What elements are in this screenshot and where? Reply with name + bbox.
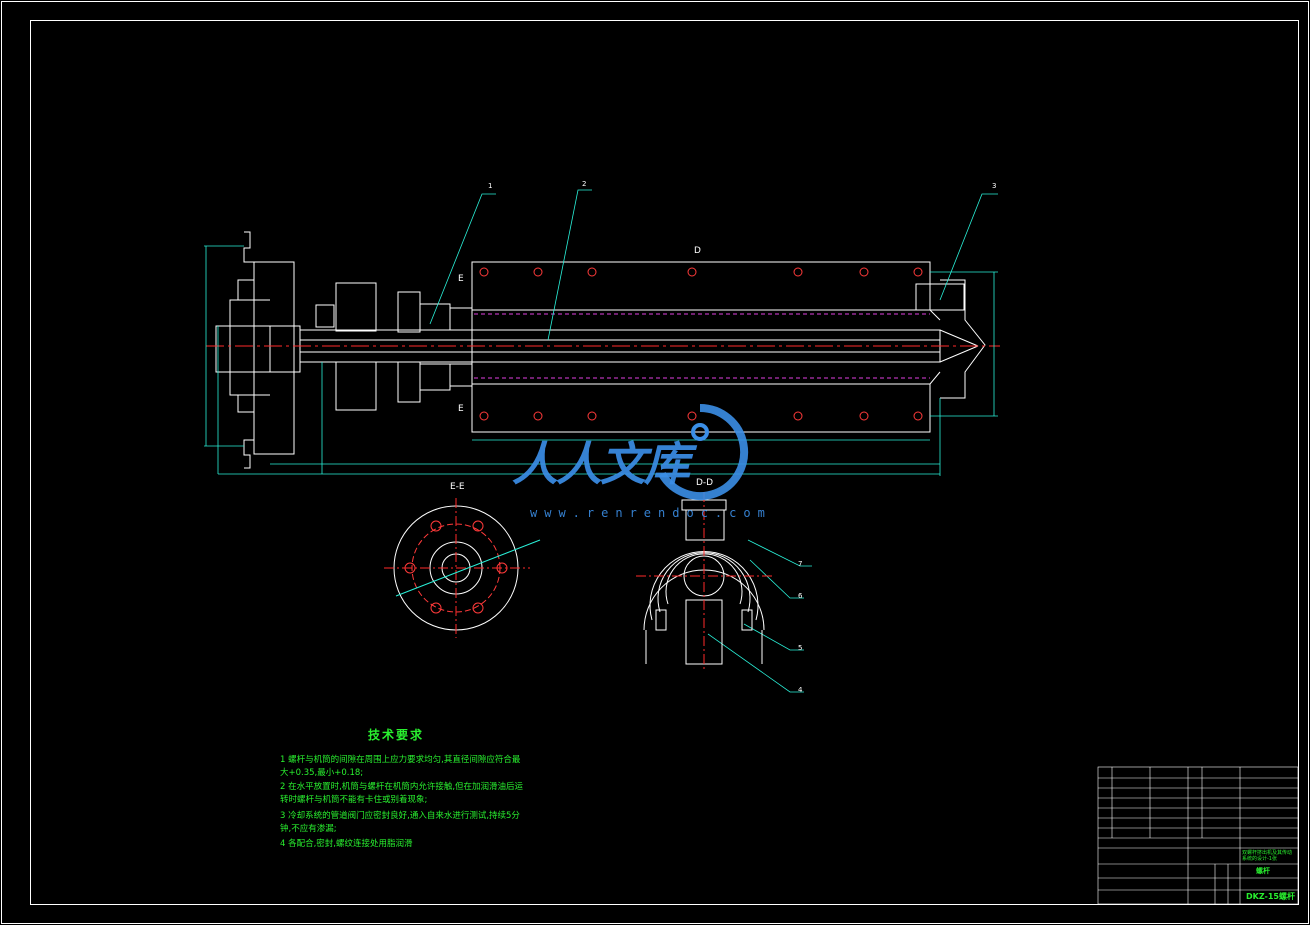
watermark-logo-icon bbox=[658, 403, 749, 500]
tech-title: 技术要求 bbox=[368, 728, 425, 742]
tech-line-5: 3 冷却系统的管道阀门应密封良好,通入自来水进行测试,持续5分 bbox=[280, 811, 520, 821]
section-ee bbox=[384, 498, 541, 638]
leader-number-5: 5 bbox=[798, 644, 803, 652]
watermark: 人人文库 www.renrendoc.com bbox=[512, 402, 812, 522]
bolt-holes bbox=[479, 267, 923, 421]
tech-line-3: 2 在水平放置时,机筒与螺杆在机筒内允许接触,但在加润滑油后运 bbox=[280, 782, 524, 792]
leader-number-1: 1 bbox=[488, 182, 493, 190]
inner-frame bbox=[30, 20, 1299, 905]
leader-number-7: 7 bbox=[798, 560, 803, 568]
title-block-project: 双螺杆挤出机及其传动 系统的设计-1张 bbox=[1242, 850, 1293, 862]
tech-line-4: 转时螺杆与机筒不能有卡住或别着现象; bbox=[280, 795, 428, 805]
title-block bbox=[1097, 766, 1299, 905]
section-label-ee: E-E bbox=[450, 482, 465, 492]
tech-line-2: 大+0.35,最小+0.18; bbox=[280, 768, 364, 778]
leader-number-6: 6 bbox=[798, 592, 803, 600]
leader-number-4: 4 bbox=[798, 686, 803, 694]
section-dd bbox=[636, 492, 772, 672]
watermark-url: www.renrendoc.com bbox=[530, 506, 772, 520]
title-block-part-name: 螺杆 bbox=[1256, 867, 1270, 875]
leader-number-3: 3 bbox=[992, 182, 997, 190]
tech-line-6: 钟,不应有渗漏; bbox=[280, 824, 337, 834]
view-mark-e-bottom: E bbox=[458, 404, 464, 414]
leader-number-2: 2 bbox=[582, 180, 587, 188]
title-block-drawing-no: DKZ-15螺杆 bbox=[1246, 892, 1295, 901]
view-mark-e-top: E bbox=[458, 274, 464, 284]
tech-line-1: 1 螺杆与机筒的间隙在周围上应力要求均匀,其直径间隙应符合最 bbox=[280, 755, 521, 765]
dimensions bbox=[204, 189, 998, 693]
watermark-text: 人人文库 bbox=[512, 437, 690, 491]
view-mark-d: D bbox=[694, 246, 701, 256]
section-label-dd: D-D bbox=[696, 478, 714, 488]
tech-line-7: 4 各配合,密封,螺纹连接处用脂润滑 bbox=[280, 839, 413, 849]
